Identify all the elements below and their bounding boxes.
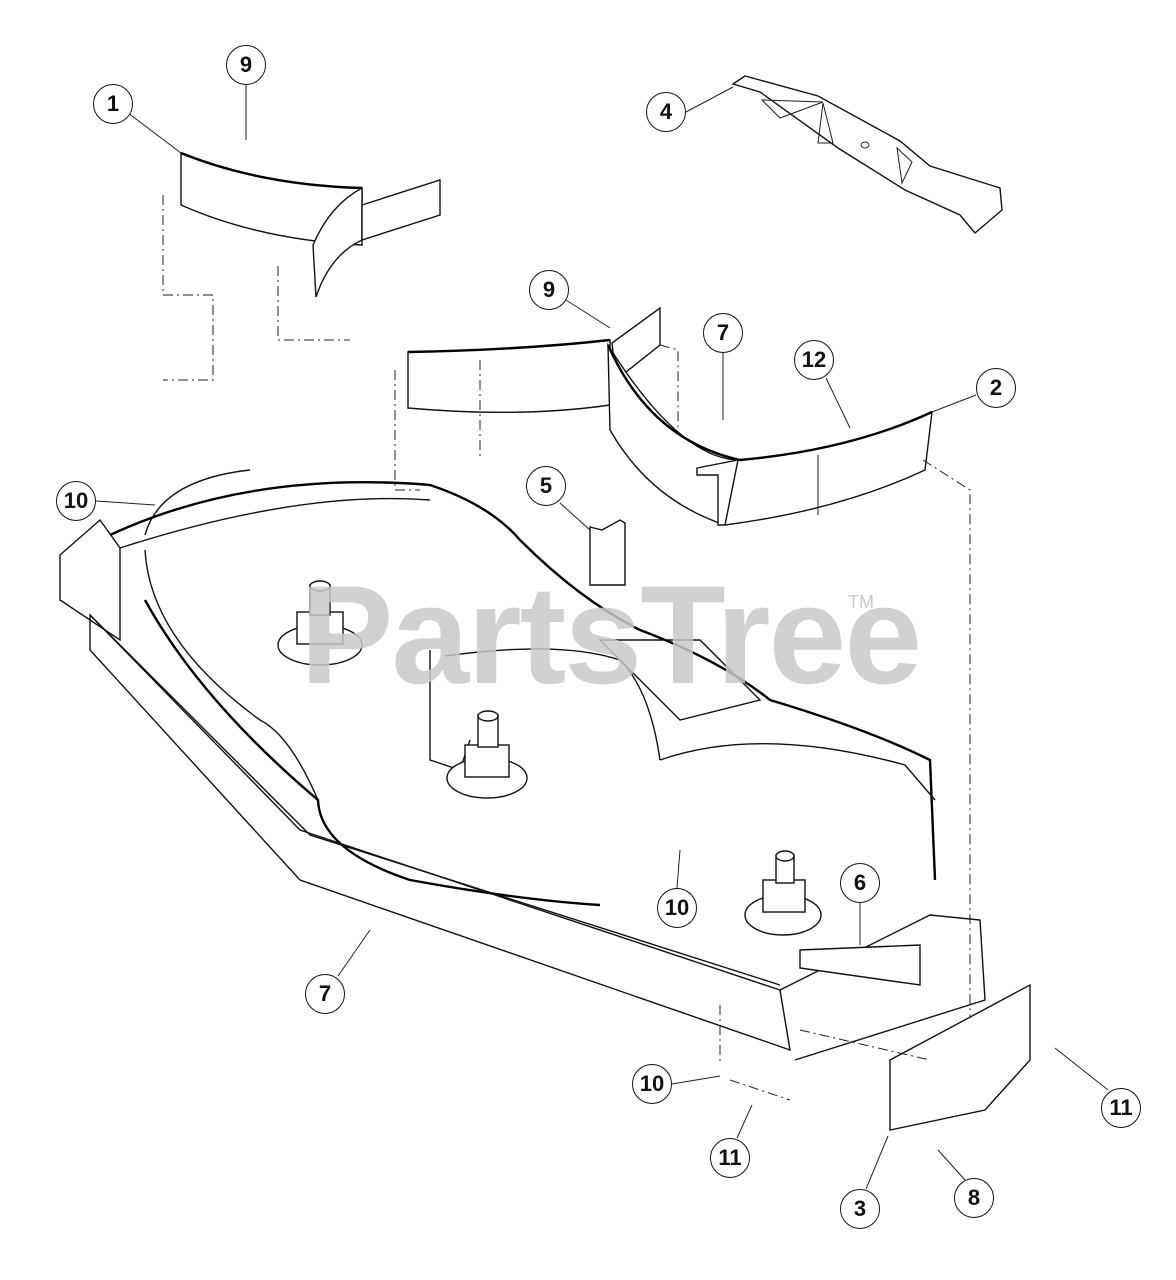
callout-bracket[interactable]: 5 [526,466,566,506]
bracket-part [589,519,626,586]
baffle-part [799,944,921,986]
callout-bolt-top[interactable]: 7 [703,313,743,353]
blade-part [731,75,1003,234]
shield-middle-part [394,306,679,491]
callout-nut-center[interactable]: 10 [657,888,697,928]
callout-fastener[interactable]: 12 [794,340,834,380]
callout-deck-shield-left[interactable]: 1 [93,84,133,124]
callout-bolt-front[interactable]: 7 [305,974,345,1014]
callout-screw-end-plate[interactable]: 8 [954,1178,994,1218]
spindle-center [446,710,528,799]
spindle-left [277,580,363,666]
callout-deck-shield-right[interactable]: 2 [976,368,1016,408]
callout-nut-front[interactable]: 10 [632,1064,672,1104]
trademark-symbol: TM [848,592,874,612]
callout-nut-left[interactable]: 10 [56,481,96,521]
callout-end-plate[interactable]: 3 [840,1189,880,1229]
callout-nut-washer-front[interactable]: 11 [710,1138,750,1178]
leader-lines [95,85,1109,1190]
callout-blade[interactable]: 4 [646,92,686,132]
shield-right-part [606,342,971,1030]
mower-deck-part [59,469,986,1061]
end-plate-part [889,983,1031,1131]
callout-screw-top[interactable]: 9 [226,45,266,85]
callout-baffle[interactable]: 6 [840,863,880,903]
callout-screw-middle[interactable]: 9 [529,270,569,310]
spindle-right [744,850,822,936]
callout-nut-washer-right[interactable]: 11 [1101,1088,1141,1128]
shield-left-part [162,151,441,381]
